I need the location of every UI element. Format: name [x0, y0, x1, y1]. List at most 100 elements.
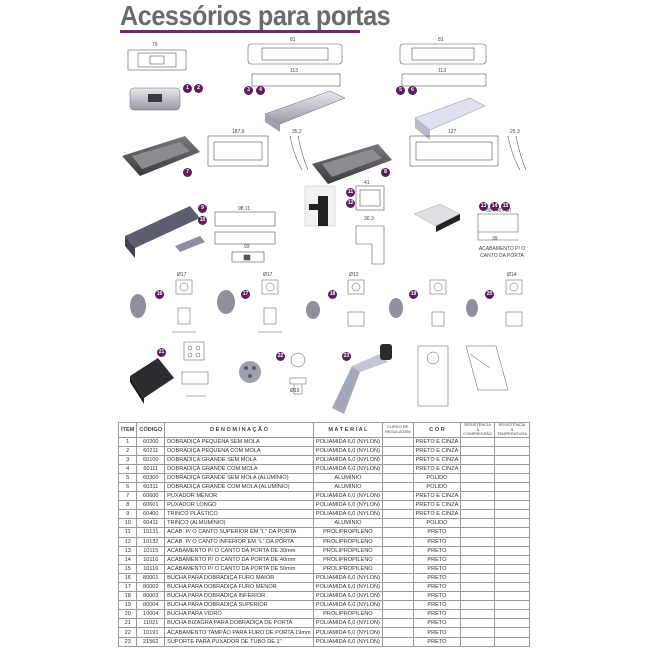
cell-compressao: [460, 545, 496, 556]
cell-denominacao: BUCHA PARA DOBRADIÇA FURO MAIOR: [164, 572, 314, 584]
cell-codigo: 60200: [136, 436, 166, 447]
cell-item: 15: [117, 563, 138, 574]
cell-item: 8: [117, 500, 138, 511]
cell-item: 5: [117, 472, 138, 483]
dim-label: Ø19: [290, 388, 300, 394]
cell-cor: PRETO: [412, 554, 462, 565]
cell-temperatura: [494, 491, 530, 502]
cell-curso: [381, 527, 414, 538]
cell-codigo: 21562: [136, 636, 166, 647]
cell-codigo: 10132: [136, 536, 166, 547]
cell-temperatura: [494, 618, 530, 629]
badge-6: 6: [408, 86, 417, 95]
cell-curso: [381, 463, 414, 474]
cell-compressao: [460, 491, 496, 502]
dim-label: 98,11: [238, 206, 251, 212]
cell-denominacao: SUPORTE PARA PUXADOR DE TUBO DE 1": [164, 636, 314, 647]
cell-material: POLIAMIDA 6,0 (NYLON): [312, 636, 383, 647]
corner-finish-image: [413, 203, 461, 232]
cell-item: 19: [117, 600, 138, 611]
badge-13: 13: [479, 202, 488, 211]
cell-material: POLIAMIDA 6,0 (NYLON): [312, 591, 383, 602]
col-codigo: CÓDIGO: [136, 422, 166, 438]
cell-compressao: [460, 509, 496, 520]
page-title: Acessórios para portas: [120, 0, 391, 31]
cell-denominacao: TRINCO PLÁSTICO: [164, 509, 314, 520]
cell-curso: [381, 454, 414, 465]
cell-temperatura: [494, 463, 530, 474]
handle-long-image: [312, 144, 392, 184]
cell-cor: PRETO E CINZA: [412, 491, 462, 502]
cell-curso: [381, 627, 414, 638]
cell-denominacao: ACABAMENTO P/ O CANTO DA PORTA DE 30mm: [164, 545, 314, 556]
product-figures: 1 2 3 4 5 6 7 8 9 10 11 12 13 14 15 16 1…: [0, 36, 650, 420]
dim-label: 113: [290, 68, 298, 74]
cell-codigo: 60601: [136, 500, 166, 511]
badge-8: 8: [381, 168, 390, 177]
cell-material: PROLIPROPILENO: [312, 609, 383, 620]
bushing-images: [130, 290, 478, 319]
col-temperatura: RESISTÊNCIA À TEMPERATURA: [494, 422, 530, 438]
cell-compressao: [460, 436, 496, 447]
cell-temperatura: [494, 454, 530, 465]
col-curso: CURSO DE REGULAGEM: [381, 422, 414, 438]
cell-compressao: [460, 527, 496, 538]
cell-denominacao: TRINCO (ALMUMÍNIO): [164, 518, 314, 529]
cell-denominacao: ACABAMENTO TAMPÃO PARA FURO DE PORTA 19m…: [164, 627, 314, 638]
cell-material: POLIAMIDA 6,0 (NYLON): [312, 463, 383, 474]
latch-image: [125, 206, 205, 258]
cell-compressao: [460, 518, 496, 529]
cell-item: 3: [117, 454, 138, 465]
cell-denominacao: BUCHA PARA DOBRADIÇA FURO MENOR: [164, 581, 314, 593]
badge-15: 15: [501, 202, 510, 211]
cell-codigo: 60311: [136, 481, 166, 493]
cell-cor: PRETO: [412, 636, 462, 647]
cell-material: ALUMÍNIO: [312, 481, 383, 493]
cell-item: 1: [117, 436, 138, 447]
cell-cor: PRETO: [412, 581, 462, 593]
dim-label: 187,6: [232, 129, 245, 135]
cell-codigo: 80003: [136, 591, 166, 602]
badge-21: 21: [157, 348, 166, 357]
cell-denominacao: DOBRADIÇA GRANDE COM MOLA: [164, 463, 314, 474]
cell-temperatura: [494, 481, 530, 493]
badge-16: 16: [155, 290, 164, 299]
badge-11: 11: [346, 188, 355, 197]
cell-curso: [381, 545, 414, 556]
cell-material: POLIAMIDA 6,0 (NYLON): [312, 627, 383, 638]
cell-denominacao: ACABAMENTO P/ O CANTO DA PORTA DE 40mm: [164, 554, 314, 565]
badge-4: 4: [256, 86, 265, 95]
cell-cor: POLIDO: [412, 472, 462, 483]
cell-temperatura: [494, 518, 530, 529]
cell-item: 22: [117, 627, 138, 638]
cell-cor: PRETO: [412, 600, 462, 611]
cell-item: 2: [117, 445, 138, 456]
cell-temperatura: [494, 600, 530, 611]
cell-cor: PRETO: [412, 618, 462, 629]
cell-compressao: [460, 600, 496, 611]
cell-material: POLIAMIDA 6,0 (NYLON): [312, 436, 383, 447]
cell-material: ALUMÍNIO: [312, 472, 383, 483]
cell-material: POLIAMIDA 6,0 (NYLON): [312, 500, 383, 511]
cell-item: 17: [117, 581, 138, 593]
col-denominacao: D E N O M I N A Ç Ã O: [164, 422, 314, 438]
cell-curso: [381, 436, 414, 447]
bizagra-image: [130, 358, 174, 404]
cell-codigo: 80001: [136, 572, 166, 584]
cell-curso: [381, 445, 414, 456]
cell-material: PROLIPROPILENO: [312, 536, 383, 547]
cell-compressao: [460, 636, 496, 647]
badge-14: 14: [490, 202, 499, 211]
cell-material: POLIAMIDA 6,0 (NYLON): [312, 454, 383, 465]
cell-curso: [381, 509, 414, 520]
dim-label: Ø13: [349, 272, 359, 278]
cell-compressao: [460, 536, 496, 547]
